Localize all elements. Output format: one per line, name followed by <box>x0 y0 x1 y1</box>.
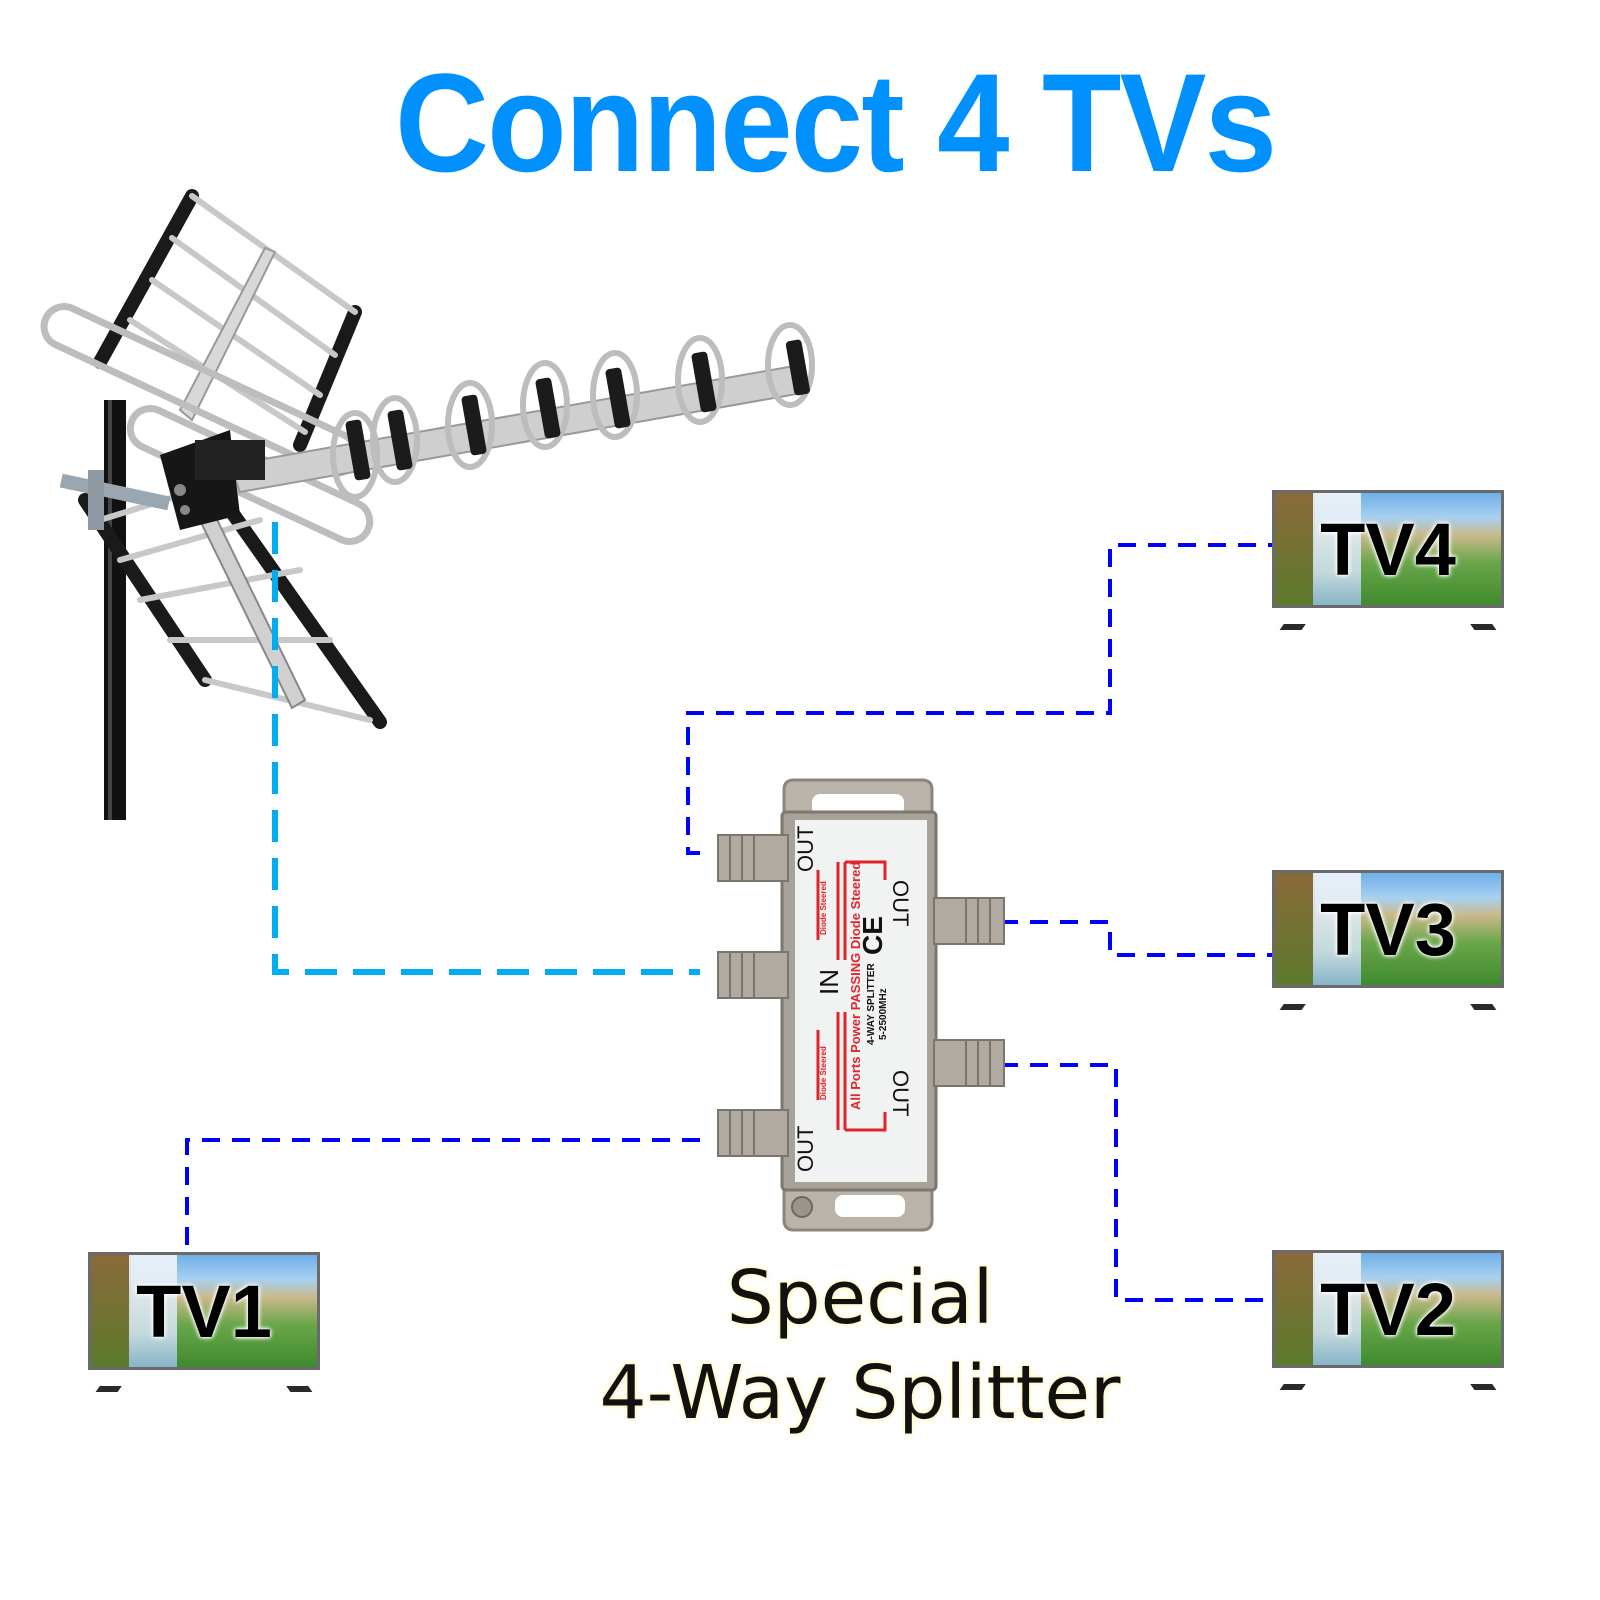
splitter-model: 4-WAY SPLITTER <box>866 963 877 1045</box>
tv3: TV3 <box>1272 870 1504 1010</box>
antenna-to-splitter-cable <box>272 522 700 975</box>
cable-tv3 <box>1000 920 1272 957</box>
tv-label: TV3 <box>1320 888 1456 971</box>
caption-line-1: Special <box>726 1255 994 1341</box>
tv1: TV1 <box>88 1252 320 1392</box>
cable-tv4 <box>686 543 1272 855</box>
tv2: TV2 <box>1272 1250 1504 1390</box>
splitter-out-bottom: OUT <box>793 1126 818 1172</box>
splitter-icon <box>717 778 1005 1232</box>
tv-label: TV4 <box>1320 508 1456 591</box>
tv-label: TV2 <box>1320 1268 1456 1351</box>
antenna-icon <box>40 189 815 820</box>
tv-cables <box>185 543 1272 1302</box>
tv-stand-icon <box>95 1368 135 1392</box>
splitter-out-right-bottom: OUT <box>888 1070 913 1116</box>
tv-screen: TV4 <box>1272 490 1504 608</box>
tv-stand-icon <box>1457 1366 1497 1390</box>
tv-stand-icon <box>1279 986 1319 1010</box>
diode-label-1: Diode Steered <box>819 881 828 935</box>
tv-screen: TV1 <box>88 1252 320 1370</box>
tv-screen: TV3 <box>1272 870 1504 988</box>
diode-label-2: Diode Steered <box>819 1046 828 1100</box>
splitter-out-right-top: OUT <box>888 880 913 926</box>
tv-label: TV1 <box>136 1270 272 1353</box>
splitter-frequency: 5-2500MHz <box>878 988 889 1040</box>
splitter-in: IN <box>814 969 844 995</box>
tv-stand-icon <box>1279 1366 1319 1390</box>
tv-screen: TV2 <box>1272 1250 1504 1368</box>
splitter-note: All Ports Power PASSING Diode Steered <box>848 862 863 1110</box>
caption-line-2: 4-Way Splitter <box>599 1350 1121 1436</box>
cable-tv2 <box>1000 1063 1272 1302</box>
tv4: TV4 <box>1272 490 1504 630</box>
cable-tv1 <box>185 1138 700 1250</box>
ce-mark: CE <box>857 916 888 955</box>
page-title: Connect 4 TVs <box>395 44 1277 201</box>
tv-stand-icon <box>1457 986 1497 1010</box>
splitter-out-top: OUT <box>793 826 818 872</box>
tv-stand-icon <box>1457 606 1497 630</box>
tv-stand-icon <box>1279 606 1319 630</box>
tv-stand-icon <box>273 1368 313 1392</box>
